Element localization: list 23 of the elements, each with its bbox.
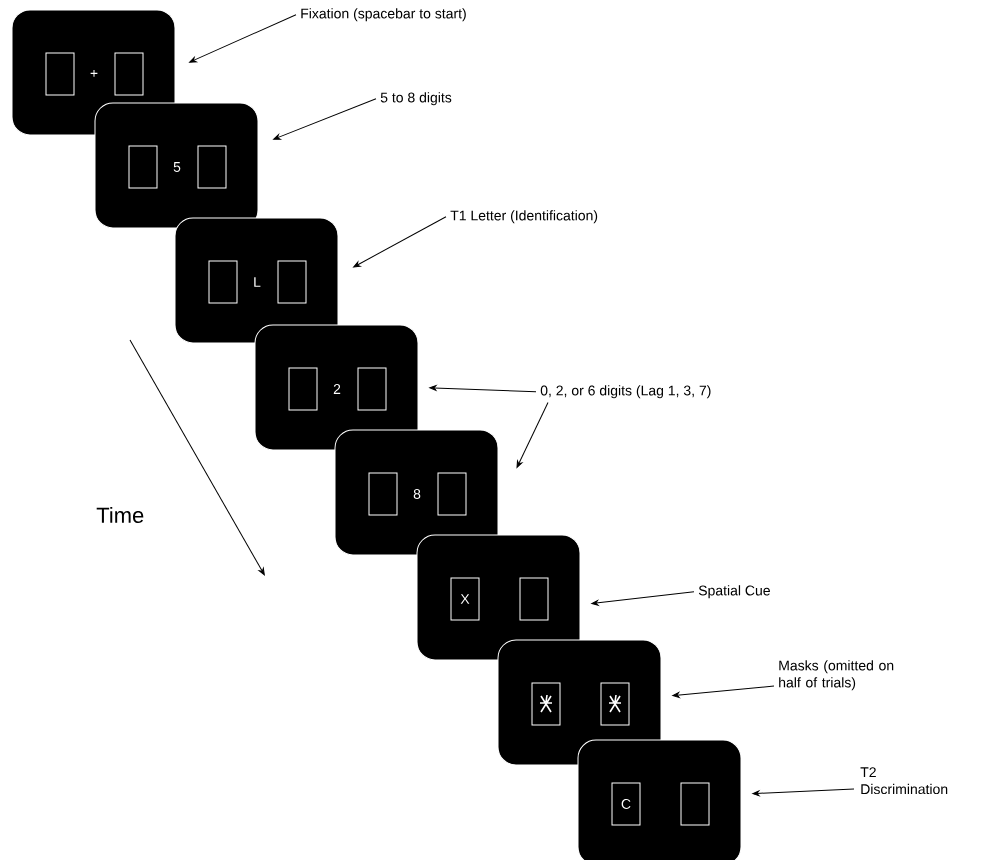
annotation: Fixation (spacebar to start)	[301, 8, 466, 22]
annotation: T1 Letter (Identification)	[450, 210, 598, 224]
annotation: Spatial Cue	[698, 585, 770, 599]
arrow	[429, 385, 537, 393]
annotation: 0, 2, or 6 digits (Lag 1, 3, 7)	[540, 385, 711, 399]
stimulus: C	[621, 799, 631, 809]
arrow	[672, 685, 775, 698]
annotation: T2 Discrimination	[860, 767, 948, 795]
stimulus: 2	[333, 384, 341, 394]
arrow	[189, 14, 297, 63]
stimulus: 5	[173, 162, 181, 172]
annotation: 5 to 8 digits	[380, 92, 452, 106]
stimulus: 8	[413, 489, 421, 499]
arrow	[353, 216, 447, 268]
arrow	[516, 401, 549, 468]
arrow	[591, 591, 695, 606]
stimulus: L	[254, 277, 261, 287]
arrow	[752, 788, 855, 797]
stimulus: X	[460, 594, 470, 604]
arrow	[273, 98, 377, 140]
axis-label: Time	[96, 506, 144, 524]
annotation: Masks (omitted on half of trials)	[779, 660, 894, 691]
stimulus: +	[90, 69, 98, 77]
